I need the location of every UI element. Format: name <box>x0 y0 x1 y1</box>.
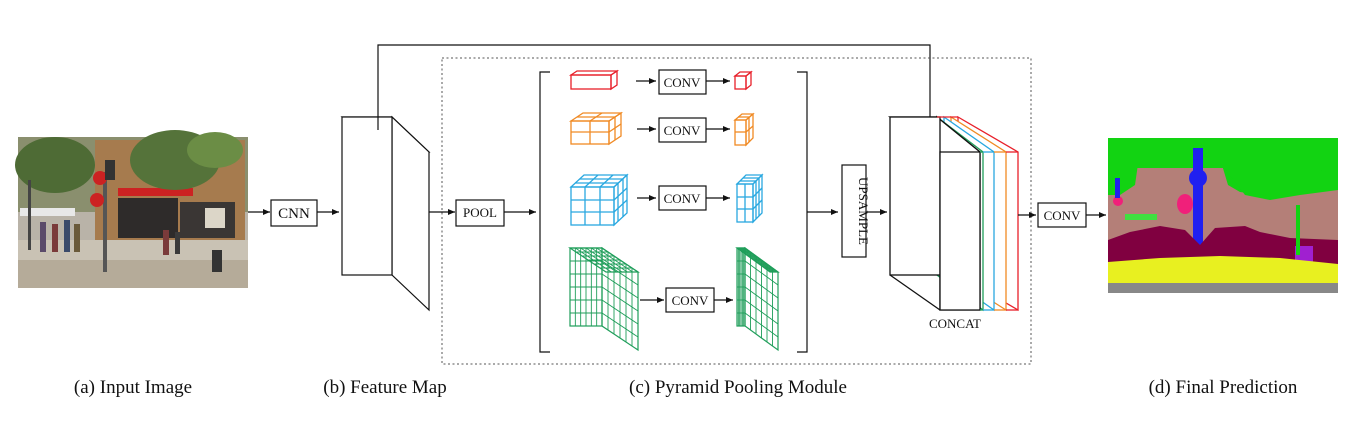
caption-ppm: (c) Pyramid Pooling Module <box>629 377 847 398</box>
concat-edges <box>937 116 1018 311</box>
conv-label-2: CONV <box>664 123 701 138</box>
feature-map-block <box>340 115 431 312</box>
right-bracket <box>797 71 808 353</box>
cnn-label: CNN <box>278 206 310 222</box>
caption-final-prediction: (d) Final Prediction <box>1149 377 1298 398</box>
upsample-box <box>841 164 867 258</box>
conv-box-2 <box>658 117 707 143</box>
pool-level-3 <box>569 173 629 227</box>
conv-label-4: CONV <box>672 293 709 308</box>
input-image <box>15 130 248 288</box>
caption-feature-map: (b) Feature Map <box>323 377 446 398</box>
reduced-level-2 <box>733 112 755 147</box>
concat-block <box>887 115 1019 312</box>
conv-label-3: CONV <box>664 191 701 206</box>
pool-box <box>455 199 505 227</box>
conv-label-1: CONV <box>664 75 701 90</box>
pool-level-1 <box>568 69 620 91</box>
reduced-level-4-grid <box>737 247 779 346</box>
concat-label: CONCAT <box>929 316 981 331</box>
final-conv-label: CONV <box>1044 208 1081 223</box>
skip-connection-arrow <box>377 44 933 133</box>
cnn-box <box>270 199 318 227</box>
reduced-level-4 <box>735 246 780 352</box>
upsample-label: UPSAMPLE <box>856 177 871 245</box>
reduced-level-3 <box>735 173 764 224</box>
ppm-dotted-frame <box>441 57 1032 365</box>
prediction-image <box>1108 138 1338 293</box>
pool-label: POOL <box>463 205 497 220</box>
conv-box-3 <box>658 185 707 211</box>
conv-box-1 <box>658 69 707 95</box>
reduced-level-1 <box>733 70 753 91</box>
left-bracket <box>539 71 550 353</box>
caption-input-image: (a) Input Image <box>74 377 192 398</box>
pool-level-4-grid <box>570 247 639 346</box>
pool-level-2 <box>568 111 624 146</box>
